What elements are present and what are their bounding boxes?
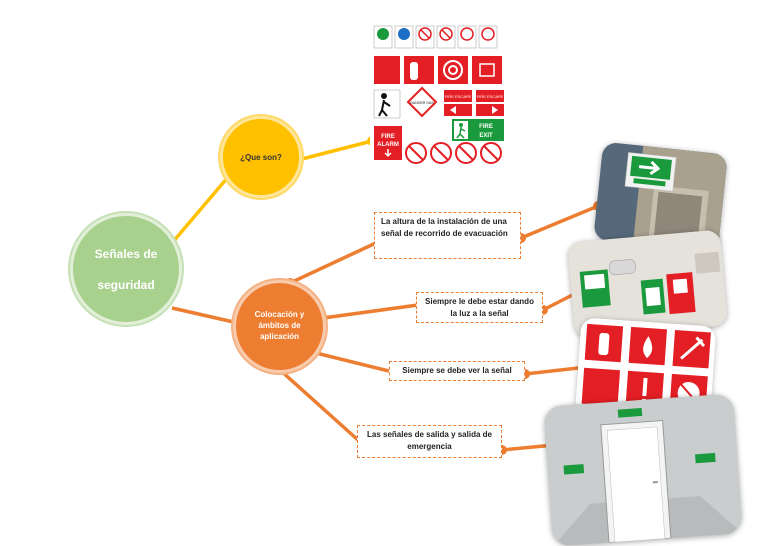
box-ver-senal: Siempre se debe ver la señal (389, 361, 525, 381)
emergency-exit-door-image (543, 393, 743, 546)
node-col-label: Colocación y ámbitos de aplicación (254, 310, 305, 341)
connector-dot (520, 369, 530, 379)
svg-text:FIRE: FIRE (479, 124, 493, 130)
link-col-box4 (278, 368, 360, 442)
connector-dot (538, 305, 548, 315)
connector-dot (516, 233, 526, 243)
link-main-que (170, 168, 236, 245)
link-que-photo (297, 139, 373, 162)
link-col-box2 (322, 303, 419, 320)
svg-text:FIRE: FIRE (381, 134, 395, 140)
link-col-box3 (311, 350, 390, 373)
illuminated-signs-image (567, 229, 728, 339)
node-que-son: ¿Que son? (220, 116, 302, 198)
box-luz: Siempre le debe estar dando la luz a la … (416, 292, 543, 323)
box-salida: Las señales de salida y salida de emerge… (357, 425, 502, 458)
box-altura: La altura de la instalación de una señal… (374, 212, 521, 259)
link-box1-photo (520, 204, 599, 240)
connector-dot (497, 445, 507, 455)
fire-escape-text-2: FIRE ESCAPE (477, 94, 504, 99)
node-main-line2: seguridad (97, 277, 155, 292)
link-col-box1 (289, 240, 379, 285)
svg-text:ALARM: ALARM (377, 142, 399, 148)
fire-escape-text: FIRE ESCAPE (445, 94, 472, 99)
danger-gas-text: DANGER GAS (410, 101, 434, 105)
safety-signs-image: DANGER GAS FIRE ESCAPE FIRE ESCAPE FIRE … (370, 22, 510, 166)
node-senales-seguridad: Señales de seguridad (70, 213, 182, 325)
svg-text:EXIT: EXIT (479, 133, 493, 139)
node-que-label: ¿Que son? (240, 152, 282, 162)
node-colocacion: Colocación y ámbitos de aplicación (233, 280, 326, 373)
link-main-col (171, 306, 239, 325)
node-main-line1: Señales de (94, 246, 158, 261)
